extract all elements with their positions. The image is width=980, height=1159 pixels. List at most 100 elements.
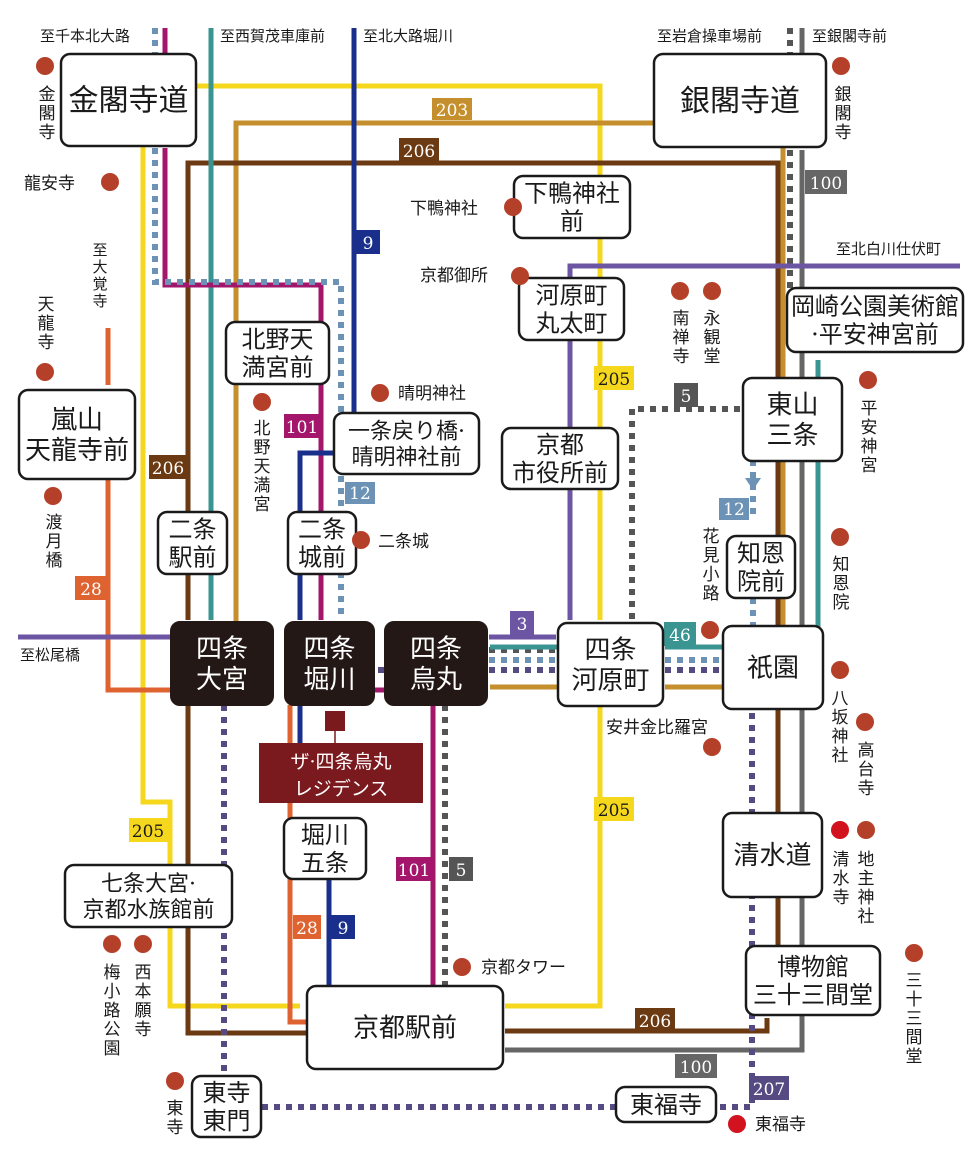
svg-text:観: 観 bbox=[704, 328, 721, 348]
route-label-9-top: 9 bbox=[356, 230, 380, 254]
svg-text:寺: 寺 bbox=[38, 333, 55, 353]
stop-name-line: 一条戻り橋· bbox=[348, 419, 465, 444]
svg-text:5: 5 bbox=[681, 387, 692, 407]
stop-name-line: ·平安神宮前 bbox=[811, 321, 939, 349]
svg-text:路: 路 bbox=[703, 584, 720, 604]
stop-box[interactable] bbox=[332, 411, 481, 476]
poi-ryoanji: 龍安寺 bbox=[24, 173, 119, 194]
stop-box[interactable] bbox=[721, 624, 825, 711]
svg-text:野: 野 bbox=[254, 438, 271, 458]
landmark-dot-icon bbox=[352, 531, 370, 549]
landmark-dot-icon bbox=[671, 282, 689, 300]
route-labels: 203 206 206 206 100 100 9 9 205 205 205 … bbox=[75, 98, 847, 1100]
stop-kiyomizu[interactable]: 清水道 bbox=[721, 811, 824, 899]
stop-box[interactable] bbox=[517, 276, 626, 342]
svg-text:地: 地 bbox=[858, 850, 875, 870]
poi-label: 京都タワー bbox=[481, 958, 566, 978]
svg-text:台: 台 bbox=[858, 760, 875, 780]
svg-text:金: 金 bbox=[39, 85, 56, 105]
stop-box[interactable] bbox=[614, 1085, 718, 1124]
stop-box[interactable] bbox=[305, 984, 505, 1071]
stop-name-line: 三条 bbox=[766, 421, 818, 451]
stop-box[interactable] bbox=[725, 534, 797, 600]
svg-text:9: 9 bbox=[338, 919, 349, 939]
route-label-206-bottom: 206 bbox=[635, 1008, 675, 1032]
stop-okazaki[interactable]: 岡崎公園美術館·平安神宮前 bbox=[785, 286, 965, 354]
stop-kinkakuji-michi[interactable]: 金閣寺道 bbox=[59, 52, 198, 148]
stop-box[interactable] bbox=[156, 510, 229, 576]
stop-box[interactable] bbox=[500, 426, 620, 491]
stop-ichijo[interactable]: 一条戻り橋·晴明神社前 bbox=[332, 411, 481, 476]
stop-name-line: 市役所前 bbox=[512, 459, 608, 487]
stop-box[interactable] bbox=[785, 286, 965, 354]
svg-text:205: 205 bbox=[132, 822, 164, 842]
route-9-line bbox=[297, 28, 357, 985]
landmark-dot-icon bbox=[703, 738, 721, 756]
stop-name-line: 河原町 bbox=[536, 281, 608, 309]
svg-text:間: 間 bbox=[906, 1028, 923, 1048]
stop-kyoto-eki[interactable]: 京都駅前 bbox=[305, 984, 505, 1071]
landmark-dot-icon bbox=[453, 958, 471, 976]
route-46-line bbox=[208, 28, 821, 650]
poi-label: 渡月橋 bbox=[46, 513, 63, 571]
route-label-100-bottom: 100 bbox=[675, 1054, 717, 1078]
stop-box[interactable] bbox=[384, 621, 488, 706]
dest-iwakura: 至岩倉操車場前 bbox=[657, 27, 762, 45]
route-label-203: 203 bbox=[432, 98, 472, 121]
stop-shichijo[interactable]: 七条大宮·京都水族館前 bbox=[63, 863, 234, 929]
stop-box[interactable] bbox=[224, 320, 331, 386]
poi-kinkakuji: 金閣寺 bbox=[36, 57, 56, 143]
svg-text:12: 12 bbox=[349, 484, 371, 504]
stop-box[interactable] bbox=[282, 816, 368, 881]
stop-box[interactable] bbox=[652, 52, 828, 149]
stop-box[interactable] bbox=[741, 376, 844, 463]
svg-text:101: 101 bbox=[286, 418, 318, 438]
svg-text:寺: 寺 bbox=[167, 1118, 184, 1138]
route-28-line bbox=[105, 328, 307, 1025]
stop-box[interactable] bbox=[17, 388, 137, 481]
poi-chionin-poi: 知恩院 bbox=[831, 528, 850, 613]
stop-tofukuji-stop[interactable]: 東福寺 bbox=[614, 1085, 718, 1124]
route-label-101-top: 101 bbox=[284, 414, 320, 438]
stop-gion[interactable]: 祇園 bbox=[721, 624, 825, 711]
stop-box[interactable] bbox=[556, 621, 665, 708]
svg-text:28: 28 bbox=[296, 919, 318, 939]
stop-box[interactable] bbox=[59, 52, 198, 148]
stop-shijo-karasuma[interactable]: 四条烏丸 bbox=[384, 621, 488, 706]
stop-box[interactable] bbox=[190, 1074, 263, 1139]
stop-box[interactable] bbox=[721, 811, 824, 899]
stop-box[interactable] bbox=[170, 621, 274, 706]
stop-name-line: 四条 bbox=[584, 635, 636, 665]
stop-box[interactable] bbox=[744, 944, 882, 1017]
stop-box[interactable] bbox=[63, 863, 234, 929]
svg-text:小: 小 bbox=[703, 565, 720, 585]
residence-marker: ザ·四条烏丸 レジデンス bbox=[259, 711, 423, 803]
stop-box[interactable] bbox=[284, 621, 375, 706]
landmark-dot-icon bbox=[101, 173, 119, 191]
svg-text:神: 神 bbox=[861, 437, 878, 457]
stop-ginkakuji-michi[interactable]: 銀閣寺道 bbox=[652, 52, 828, 149]
svg-text:安: 安 bbox=[861, 418, 878, 438]
svg-text:天: 天 bbox=[254, 457, 271, 477]
